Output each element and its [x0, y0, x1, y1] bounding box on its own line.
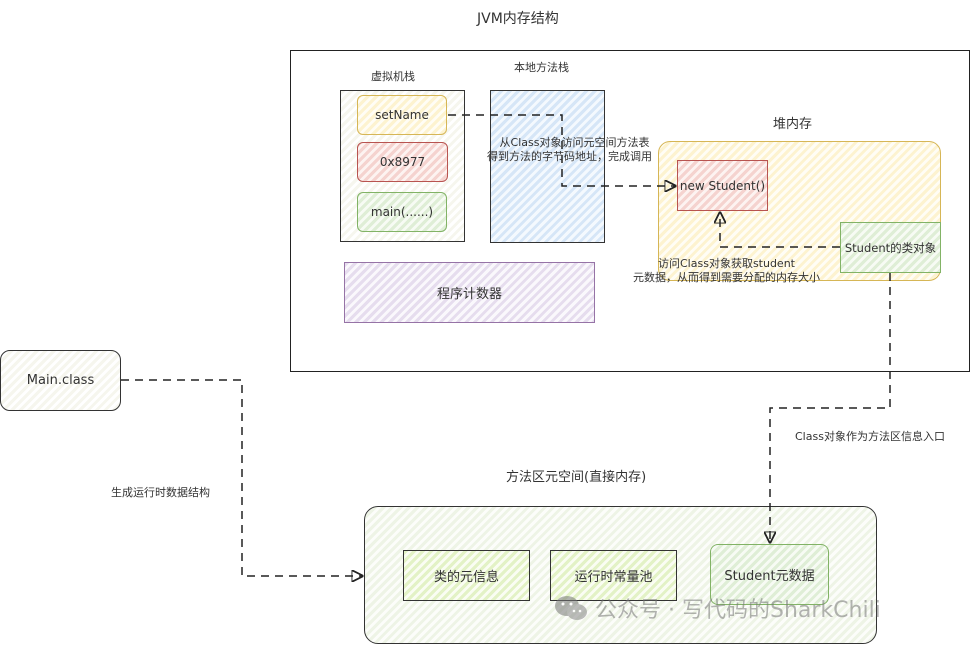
runtime-constant-pool[interactable]: 运行时常量池 — [550, 550, 677, 601]
stack-frame-label: setName — [375, 108, 429, 122]
new-student-object[interactable]: new Student() — [677, 160, 768, 211]
note-line: 得到方法的字节码地址，完成调用 — [487, 150, 652, 163]
metaspace-item-label: 运行时常量池 — [574, 570, 653, 585]
heap-label: 堆内存 — [773, 117, 813, 132]
stack-frame-main[interactable]: main(......) — [357, 192, 447, 232]
object-label: new Student() — [679, 178, 766, 193]
note-line: 访问Class对象获取student — [658, 257, 795, 270]
runtime-structure-note: 生成运行时数据结构 — [111, 486, 210, 499]
metaspace-item-label: Student元数据 — [724, 569, 815, 584]
student-class-object[interactable]: Student的类对象 — [840, 222, 941, 273]
connector-classobject-to-object — [720, 213, 840, 248]
wechat-icon — [555, 596, 587, 620]
main-class-file[interactable]: Main.class — [0, 350, 121, 411]
stack-frame-setname[interactable]: setName — [357, 95, 447, 135]
diagram-title: JVM内存结构 — [477, 11, 559, 27]
watermark-text: 公众号 · 写代码的SharkChili — [595, 598, 881, 623]
note-line: 元数据，从而得到需要分配的内存大小 — [633, 271, 820, 284]
object-label: Student的类对象 — [844, 240, 937, 255]
stack-frame-label: 0x8977 — [379, 155, 426, 169]
metaspace-item-label: 类的元信息 — [433, 570, 499, 585]
program-counter[interactable]: 程序计数器 — [344, 262, 595, 323]
note-line: 从Class对象访问元空间方法表 — [499, 136, 650, 149]
class-meta-info[interactable]: 类的元信息 — [403, 550, 530, 601]
class-entry-note: Class对象作为方法区信息入口 — [795, 430, 945, 443]
connector-classobject-to-metadata — [770, 273, 891, 542]
connector-setname-to-object — [448, 114, 675, 186]
native-call-note: 从Class对象访问元空间方法表 得到方法的字节码地址，完成调用 — [487, 136, 652, 164]
watermark: 公众号 · 写代码的SharkChili — [553, 592, 881, 624]
connector-mainclass-to-metaspace — [121, 379, 362, 576]
program-counter-label: 程序计数器 — [436, 287, 502, 302]
student-metadata[interactable]: Student元数据 — [710, 544, 829, 605]
main-class-label: Main.class — [26, 373, 95, 388]
native-stack-label: 本地方法栈 — [514, 61, 569, 74]
stack-frame-label: main(......) — [370, 205, 434, 219]
vm-stack-label: 虚拟机栈 — [371, 70, 415, 83]
stack-frame-reference[interactable]: 0x8977 — [357, 142, 448, 182]
metaspace-label: 方法区元空间(直接内存) — [506, 470, 647, 485]
heap-allocation-note: 访问Class对象获取student 元数据，从而得到需要分配的内存大小 — [633, 257, 820, 285]
